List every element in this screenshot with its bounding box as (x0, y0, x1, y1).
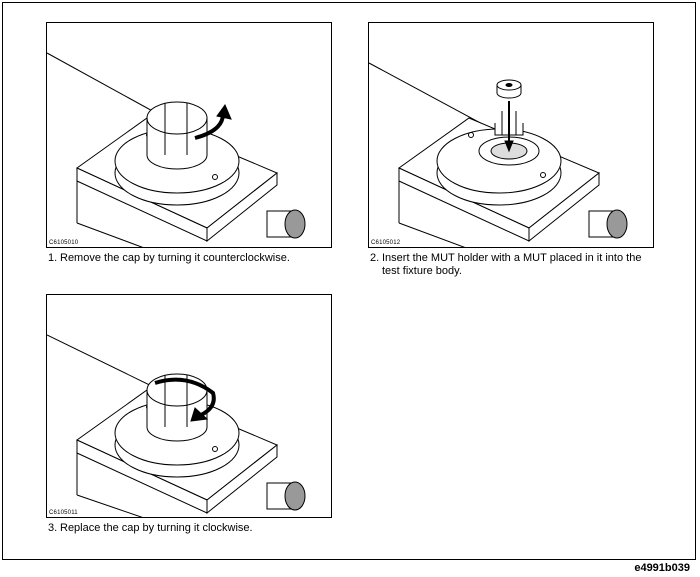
step-1-illustration: C6105010 (46, 22, 332, 248)
cap-removal-drawing (47, 52, 306, 247)
cap-replacement-drawing (47, 334, 306, 517)
step-2-illustration: C6105012 (368, 22, 654, 248)
step-2-text: Insert the MUT holder with a MUT placed … (382, 252, 642, 264)
step-1-code: C6105010 (49, 240, 79, 246)
step-3-number: 3. (48, 522, 58, 534)
step-3-illustration: C6105011 (46, 294, 332, 518)
step-3-text: Replace the cap by turning it clockwise. (60, 522, 253, 534)
step-2-text-line2: test fixture body. (382, 265, 462, 277)
step-2-code: C6105012 (371, 240, 401, 246)
mut-insertion-drawing (369, 62, 628, 247)
step-3-caption: 3.Replace the cap by turning it clockwis… (48, 522, 253, 535)
step-1-number: 1. (48, 252, 58, 264)
figure-frame (2, 2, 696, 560)
step-3-code: C6105011 (49, 510, 78, 516)
step-1-caption: 1.Remove the cap by turning it countercl… (48, 252, 290, 265)
step-1-text: Remove the cap by turning it countercloc… (60, 252, 290, 264)
figure-id: e4991b039 (634, 562, 690, 574)
step-2-caption: 2.Insert the MUT holder with a MUT place… (370, 252, 641, 278)
step-2-number: 2. (370, 252, 380, 264)
